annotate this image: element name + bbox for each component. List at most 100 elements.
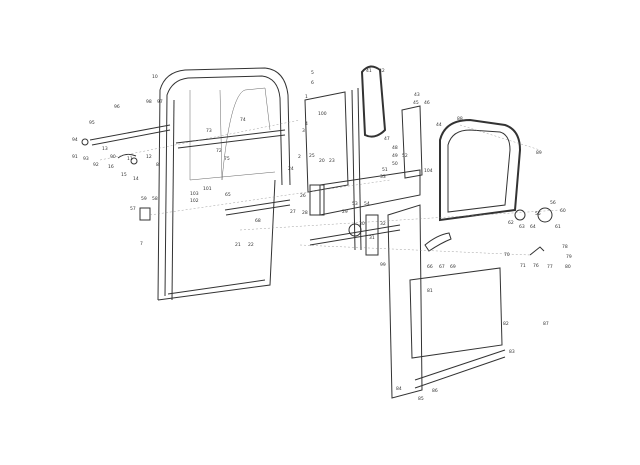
window-glass xyxy=(304,65,423,251)
part-label: 53 xyxy=(352,201,358,207)
part-label: 50 xyxy=(392,161,398,167)
part-label: 15 xyxy=(121,172,127,178)
part-label: 76 xyxy=(533,263,539,269)
part-label: 31 xyxy=(369,235,375,241)
part-label: 89 xyxy=(536,150,542,156)
part-label: 100 xyxy=(318,111,327,117)
part-label: 93 xyxy=(83,156,89,162)
part-label: 97 xyxy=(157,99,163,105)
part-label: 59 xyxy=(141,196,147,202)
part-label: 63 xyxy=(519,224,525,230)
part-label: 73 xyxy=(206,128,212,134)
part-label: 57 xyxy=(130,206,136,212)
window-regulator xyxy=(309,169,421,256)
door-shell xyxy=(157,67,291,301)
part-label: 49 xyxy=(392,153,398,159)
part-label: 43 xyxy=(414,92,420,98)
part-label: 64 xyxy=(530,224,536,230)
part-label: 21 xyxy=(235,242,241,248)
part-label: 61 xyxy=(555,224,561,230)
part-label: 47 xyxy=(384,136,390,142)
part-label: 41 xyxy=(366,68,372,74)
part-label: 69 xyxy=(450,264,456,270)
belt-moulding xyxy=(81,124,171,221)
part-label: 54 xyxy=(364,201,370,207)
part-label: 94 xyxy=(72,137,78,143)
part-label: 98 xyxy=(146,99,152,105)
part-label: 84 xyxy=(396,386,402,392)
part-label: 56 xyxy=(550,200,556,206)
part-label: 81 xyxy=(427,288,433,294)
part-label: 26 xyxy=(300,193,306,199)
part-label: 52 xyxy=(402,153,408,159)
part-label: 10 xyxy=(152,74,158,80)
part-label: 78 xyxy=(562,244,568,250)
part-label: 44 xyxy=(436,122,442,128)
part-label: 71 xyxy=(520,263,526,269)
part-label: 88 xyxy=(457,116,463,122)
part-label: 68 xyxy=(255,218,261,224)
part-label: 82 xyxy=(503,321,509,327)
part-label: 28 xyxy=(302,210,308,216)
part-label: 70 xyxy=(504,252,510,258)
part-label: 80 xyxy=(565,264,571,270)
part-label: 72 xyxy=(216,148,222,154)
part-label: 2 xyxy=(298,154,301,160)
part-label: 104 xyxy=(424,168,433,174)
part-label: 12 xyxy=(146,154,152,160)
part-label: 25 xyxy=(309,153,315,159)
part-label: 102 xyxy=(190,198,199,204)
part-label: 75 xyxy=(224,156,230,162)
part-label: 6 xyxy=(311,80,314,86)
part-label: 32 xyxy=(380,221,386,227)
part-label: 20 xyxy=(319,158,325,164)
part-label: 86 xyxy=(432,388,438,394)
part-label: 60 xyxy=(560,208,566,214)
part-label: 48 xyxy=(392,145,398,151)
part-label: 67 xyxy=(439,264,445,270)
part-label: 45 xyxy=(413,100,419,106)
assembly-lines xyxy=(99,119,561,256)
part-label: 66 xyxy=(427,264,433,270)
part-label: 103 xyxy=(190,191,199,197)
part-label: 51 xyxy=(382,167,388,173)
part-label: 5 xyxy=(311,70,314,76)
part-label: 13 xyxy=(102,146,108,152)
part-label: 24 xyxy=(288,166,294,172)
part-label: 8 xyxy=(156,162,159,168)
part-label: 29 xyxy=(342,209,348,215)
part-label: 92 xyxy=(93,162,99,168)
part-label: 65 xyxy=(225,192,231,198)
part-label: 14 xyxy=(133,176,139,182)
part-label: 7 xyxy=(140,241,143,247)
part-label: 3 xyxy=(302,128,305,134)
part-label: 33 xyxy=(380,174,386,180)
inner-door-panel xyxy=(387,118,553,399)
part-label: 95 xyxy=(89,120,95,126)
part-label: 27 xyxy=(290,209,296,215)
part-label: 22 xyxy=(248,242,254,248)
part-label: 90 xyxy=(110,154,116,160)
part-label: 101 xyxy=(203,186,212,192)
part-label: 23 xyxy=(329,158,335,164)
part-labels: 10 98 97 96 95 94 93 92 91 90 16 15 14 1… xyxy=(72,68,572,402)
part-label: 1 xyxy=(305,94,308,100)
part-label: 42 xyxy=(379,68,385,74)
part-label: 77 xyxy=(547,264,553,270)
part-label: 91 xyxy=(72,154,78,160)
part-label: 85 xyxy=(418,396,424,402)
part-label: 46 xyxy=(424,100,430,106)
part-label: 79 xyxy=(566,254,572,260)
part-label: 99 xyxy=(380,262,386,268)
part-label: 11 xyxy=(127,156,133,162)
part-label: 55 xyxy=(535,211,541,217)
part-label: 96 xyxy=(114,104,120,110)
part-label: 62 xyxy=(508,220,514,226)
part-label: 83 xyxy=(509,349,515,355)
part-label: 58 xyxy=(152,196,158,202)
part-label: 4 xyxy=(305,121,308,127)
part-label: 30 xyxy=(359,221,365,227)
part-label: 87 xyxy=(543,321,549,327)
